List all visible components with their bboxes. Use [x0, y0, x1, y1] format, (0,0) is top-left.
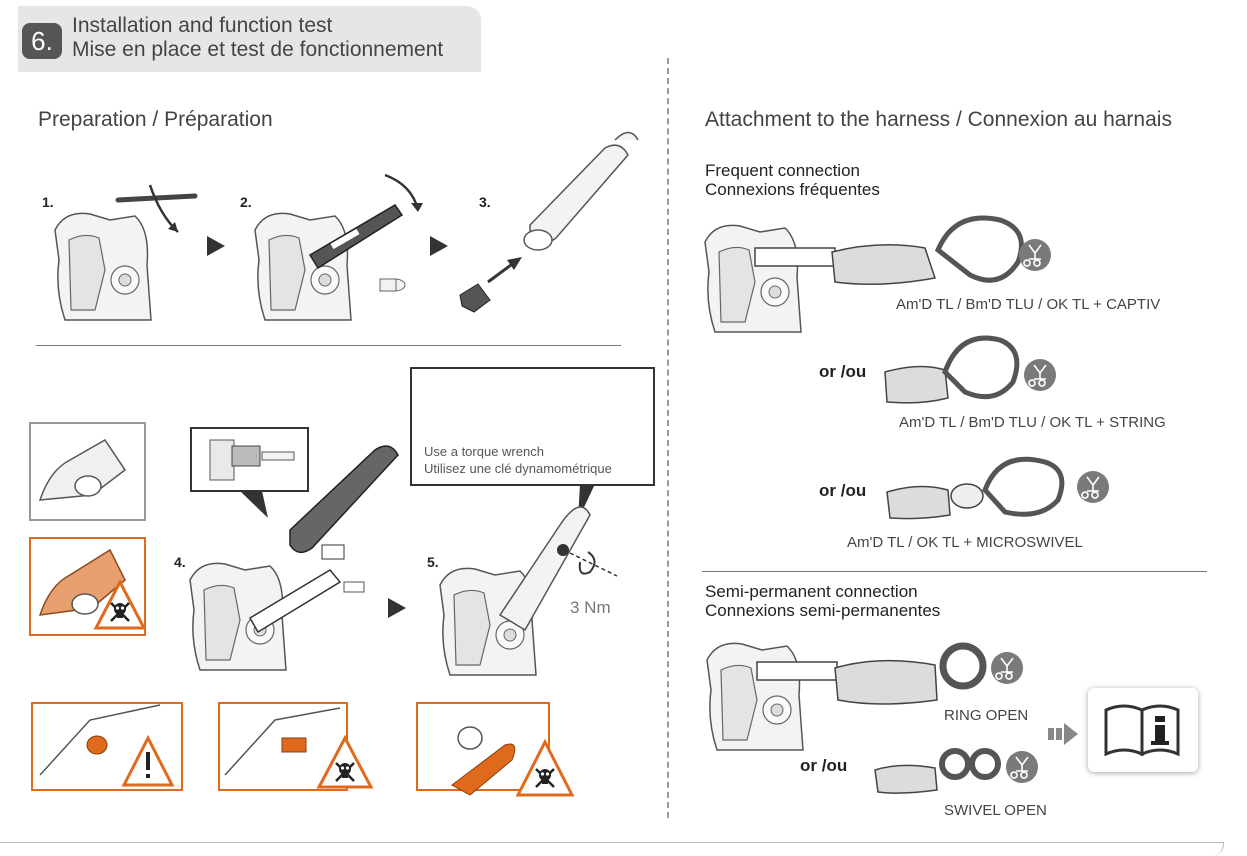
vertical-divider [667, 58, 669, 818]
or-label: or /ou [819, 481, 867, 500]
step-4-illustration [189, 427, 399, 671]
semi-permanent-fr: Connexions semi-permanentes [705, 601, 941, 620]
warning-thumbnail-3 [416, 702, 575, 797]
section-number-badge: 6. [22, 23, 62, 59]
connection-swivel-illustration [874, 748, 1039, 794]
caption-captiv: Am'D TL / Bm'D TLU / OK TL + CAPTIV [896, 296, 1161, 313]
torque-value: 3 Nm [570, 598, 611, 617]
caption-string: Am'D TL / Bm'D TLU / OK TL + STRING [899, 414, 1166, 431]
correct-thumbnail [29, 422, 146, 521]
warning-thumbnail-2 [218, 702, 374, 791]
torque-wrench-callout [410, 367, 655, 486]
wrench-caption-fr: Utilisez une clé dynamométrique [424, 461, 612, 476]
attachment-heading: Attachment to the harness / Connexion au… [705, 108, 1172, 131]
step-1-label: 1. [42, 194, 54, 210]
arrow-right-icon [430, 236, 448, 256]
caption-swivel-open: SWIVEL OPEN [944, 802, 1047, 819]
warning-triangle-icon [515, 738, 575, 797]
step-1-illustration [54, 184, 198, 321]
warning-triangle-icon [316, 734, 374, 789]
left-divider [36, 345, 621, 346]
step-2-label: 2. [240, 194, 252, 210]
manual-info-icon [1088, 688, 1198, 772]
connection-ring-illustration [706, 642, 1024, 751]
or-label: or /ou [819, 362, 867, 381]
right-divider [702, 571, 1207, 572]
frequent-connection-fr: Connexions fréquentes [705, 180, 880, 199]
connection-microswivel-illustration [886, 456, 1110, 520]
caption-ring-open: RING OPEN [944, 707, 1029, 724]
arrow-right-icon [388, 598, 406, 618]
manual-reference [1048, 723, 1078, 745]
arrow-right-icon [207, 236, 225, 256]
section-header [18, 6, 481, 72]
or-label: or /ou [800, 756, 848, 775]
step-3-label: 3. [479, 194, 491, 210]
arrow-right-icon [1064, 723, 1078, 745]
preparation-heading: Preparation / Préparation [38, 108, 273, 131]
section-title-en: Installation and function test [72, 14, 333, 37]
incorrect-thumbnail [29, 537, 147, 636]
step-2-illustration [254, 173, 423, 321]
step-5-label: 5. [427, 554, 439, 570]
warning-thumbnail-1 [31, 702, 183, 791]
section-title-fr: Mise en place et test de fonctionnement [72, 38, 444, 61]
wrench-caption-en: Use a torque wrench [424, 444, 544, 459]
caption-microswivel: Am'D TL / OK TL + MICROSWIVEL [847, 534, 1083, 551]
step-5-illustration [439, 506, 618, 676]
semi-permanent-en: Semi-permanent connection [705, 582, 918, 601]
step-3-illustration [459, 131, 639, 313]
connection-captiv-illustration [704, 215, 1052, 333]
frequent-connection-en: Frequent connection [705, 161, 860, 180]
connection-string-illustration [884, 335, 1057, 404]
step-4-label: 4. [174, 554, 186, 570]
